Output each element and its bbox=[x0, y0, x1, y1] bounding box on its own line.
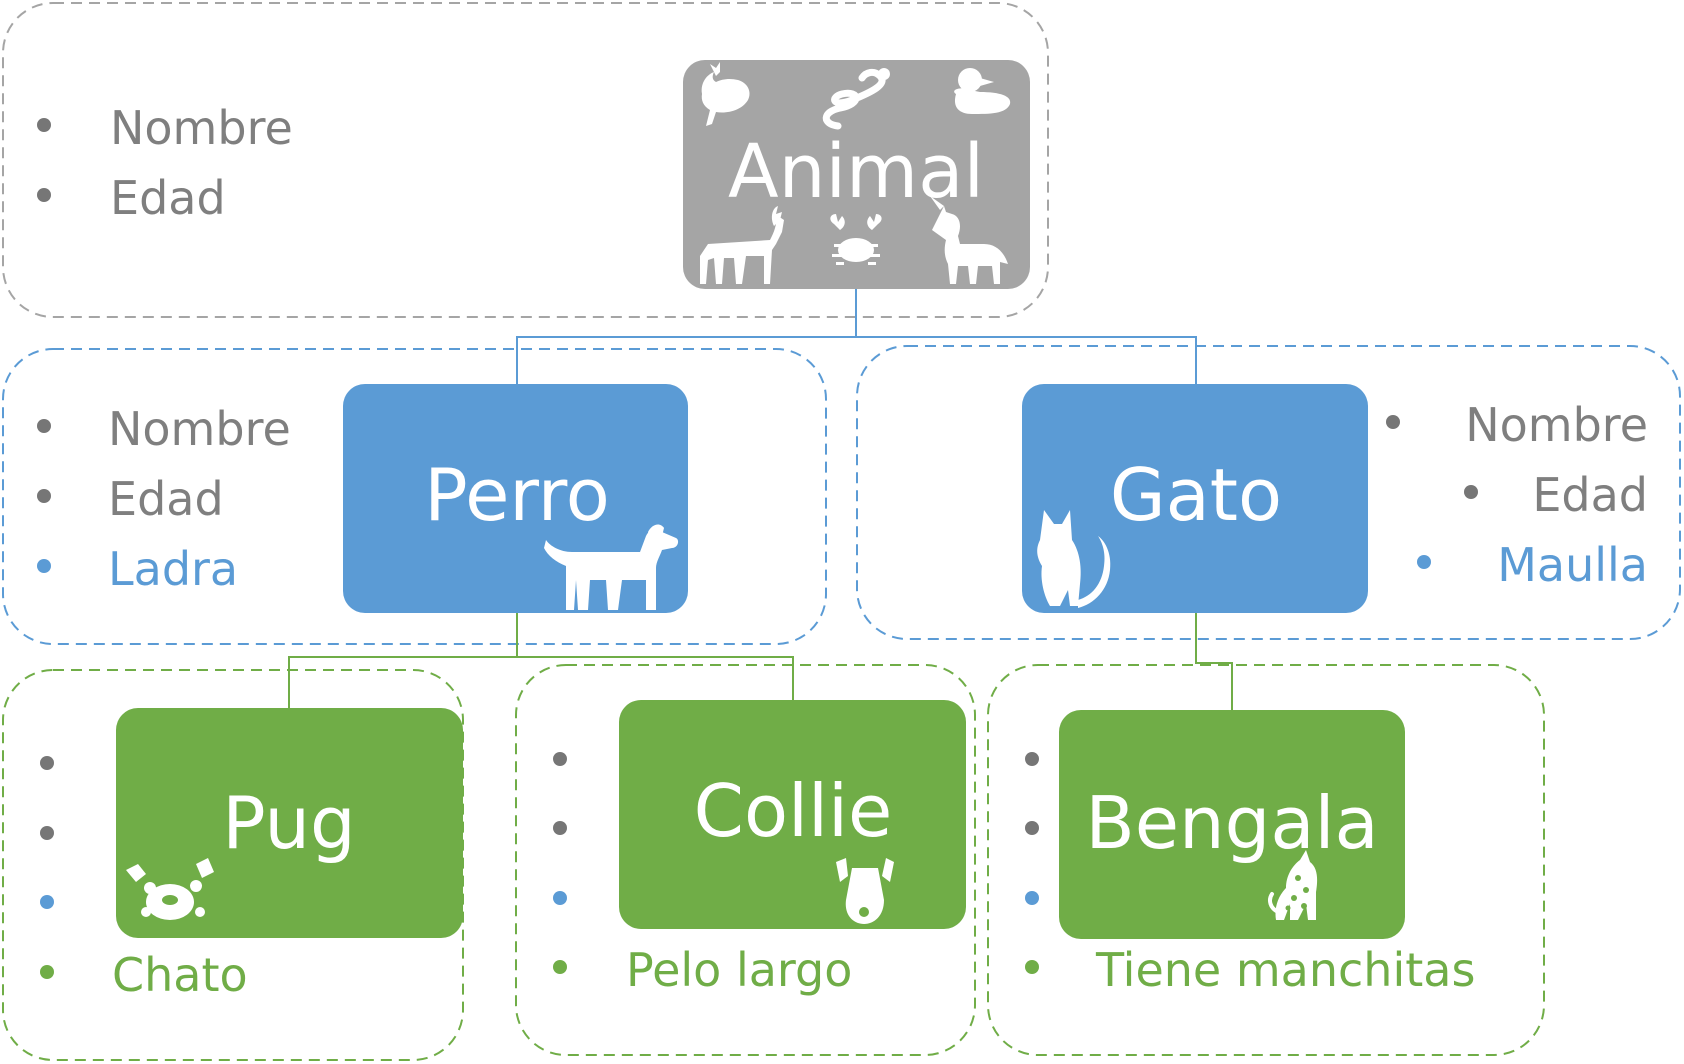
perro-title: Perro bbox=[424, 453, 610, 537]
bullet bbox=[37, 489, 51, 503]
pug-node[interactable]: Pug bbox=[116, 708, 463, 938]
pug-attributes: Chato bbox=[40, 756, 248, 1002]
gato-attr-maulla: Maulla bbox=[1497, 538, 1648, 592]
gato-attr-edad: Edad bbox=[1532, 468, 1648, 522]
animal-attributes: Nombre Edad bbox=[37, 101, 293, 225]
animal-attr-nombre: Nombre bbox=[110, 101, 293, 155]
bullet bbox=[1025, 891, 1039, 905]
bullet bbox=[1025, 752, 1039, 766]
bullet bbox=[40, 756, 54, 770]
cat-icon bbox=[1037, 510, 1111, 608]
bullet bbox=[1025, 960, 1039, 974]
crab-icon bbox=[830, 214, 882, 265]
perro-connector bbox=[288, 613, 794, 708]
pug-face-icon bbox=[126, 858, 214, 920]
bullet bbox=[40, 826, 54, 840]
collie-attr-pelo-largo: Pelo largo bbox=[626, 943, 852, 997]
perro-attributes: Nombre Edad Ladra bbox=[37, 402, 291, 596]
bengala-title: Bengala bbox=[1085, 781, 1378, 865]
perro-attr-edad: Edad bbox=[108, 472, 224, 526]
gato-connector bbox=[1195, 613, 1233, 710]
snake-icon bbox=[822, 68, 890, 130]
animal-title: Animal bbox=[728, 129, 984, 215]
bullet bbox=[1464, 485, 1478, 499]
bullet bbox=[553, 960, 567, 974]
bullet bbox=[553, 752, 567, 766]
animal-connector bbox=[516, 288, 1197, 384]
unicorn-icon bbox=[930, 196, 1008, 284]
collie-node[interactable]: Collie bbox=[619, 700, 966, 929]
bullet bbox=[37, 118, 51, 132]
pug-box[interactable] bbox=[116, 708, 463, 938]
pug-attr-chato: Chato bbox=[112, 948, 248, 1002]
perro-attr-nombre: Nombre bbox=[108, 402, 291, 456]
collie-face-icon bbox=[836, 858, 894, 924]
deer-icon bbox=[700, 206, 784, 284]
bullet bbox=[1025, 821, 1039, 835]
animal-group-frame bbox=[2, 2, 1049, 318]
bullet bbox=[553, 891, 567, 905]
gato-attr-nombre: Nombre bbox=[1465, 398, 1648, 452]
collie-attributes: Pelo largo bbox=[553, 752, 852, 997]
bullet bbox=[1417, 555, 1431, 569]
bengala-node[interactable]: Bengala bbox=[1059, 710, 1405, 939]
bengala-box[interactable] bbox=[1059, 710, 1405, 939]
collie-group-frame bbox=[515, 664, 976, 1056]
bullet bbox=[37, 188, 51, 202]
animal-node[interactable]: Animal bbox=[683, 60, 1030, 289]
duck-icon bbox=[954, 68, 1011, 114]
dog-icon bbox=[544, 524, 679, 610]
bullet bbox=[37, 559, 51, 573]
collie-title: Collie bbox=[694, 769, 893, 853]
gato-group-frame bbox=[856, 345, 1681, 640]
spotted-cat-icon bbox=[1268, 850, 1318, 920]
bullet bbox=[37, 419, 51, 433]
bengala-attributes: Tiene manchitas bbox=[1025, 752, 1475, 997]
gato-attributes: Nombre Edad Maulla bbox=[1386, 398, 1648, 592]
bengala-attr-tiene-manchitas: Tiene manchitas bbox=[1095, 943, 1475, 997]
gato-title: Gato bbox=[1110, 453, 1282, 537]
animal-attr-edad: Edad bbox=[110, 171, 226, 225]
bullet bbox=[1386, 415, 1400, 429]
pug-title: Pug bbox=[222, 781, 356, 865]
gato-node[interactable]: Gato bbox=[1022, 384, 1368, 613]
bullet bbox=[40, 965, 54, 979]
bullet bbox=[553, 821, 567, 835]
perro-group-frame bbox=[2, 348, 827, 645]
perro-node[interactable]: Perro bbox=[343, 384, 688, 613]
perro-attr-ladra: Ladra bbox=[108, 542, 238, 596]
collie-box[interactable] bbox=[619, 700, 966, 929]
whale-icon bbox=[701, 62, 750, 126]
bullet bbox=[40, 895, 54, 909]
